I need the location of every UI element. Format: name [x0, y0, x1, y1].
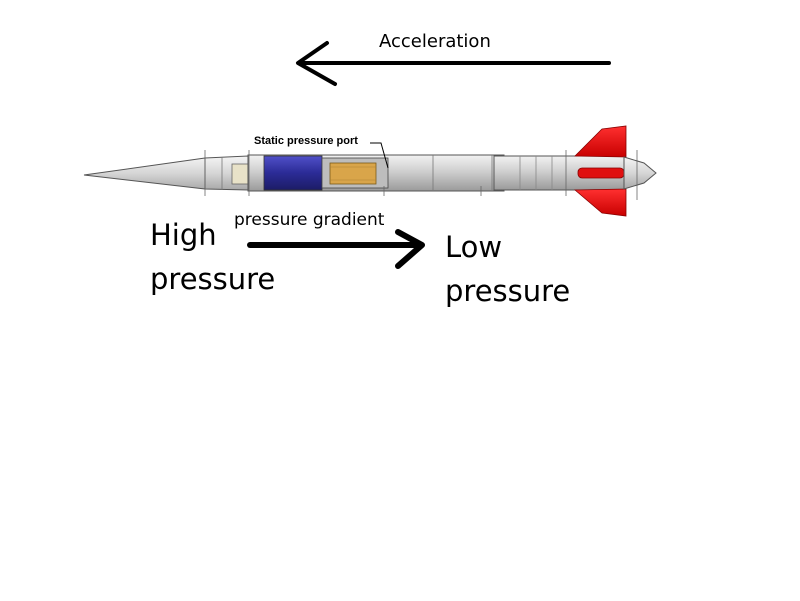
high-pressure-label: High pressure: [150, 213, 275, 301]
low-pressure-label: Low pressure: [445, 225, 570, 313]
rocket-icon: [83, 125, 657, 217]
pressure-gradient-label: pressure gradient: [234, 210, 385, 230]
low-pressure-line-2: pressure: [445, 274, 571, 308]
high-pressure-line-1: High: [150, 218, 217, 252]
low-pressure-line-1: Low: [445, 230, 503, 264]
static-pressure-port-label: Static pressure port: [254, 135, 358, 147]
acceleration-label: Acceleration: [379, 31, 491, 52]
high-pressure-line-2: pressure: [150, 262, 276, 296]
gradient-arrow-icon: [247, 229, 425, 269]
acceleration-arrow-icon: [296, 41, 611, 86]
